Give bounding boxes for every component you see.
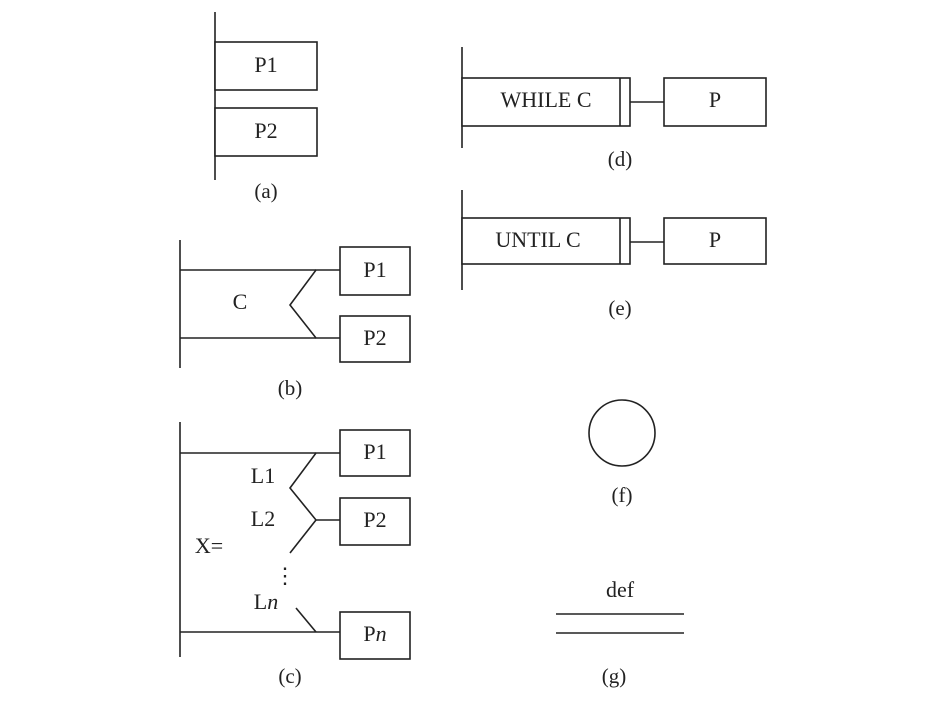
diagram-b-caption: (b) xyxy=(278,376,303,400)
diagram-e-box-p-label: P xyxy=(709,227,721,252)
diagram-d-loop-label: WHILE C xyxy=(500,87,591,112)
diagram-f-circle-shape xyxy=(588,399,656,467)
diagram-c-box-p2 xyxy=(339,497,411,546)
diagram-c-branch-connector-n xyxy=(295,607,317,633)
diagram-d-box-p-label: P xyxy=(709,87,721,112)
diagram-f-caption: (f) xyxy=(612,483,633,507)
diagram-b-box-p2 xyxy=(339,315,411,363)
diagram-a-caption: (a) xyxy=(254,179,277,203)
diagram-c-ellipsis: ⋮ xyxy=(274,563,296,588)
diagram-e-loop-label: UNTIL C xyxy=(495,227,580,252)
diagram-b-box-p1 xyxy=(339,246,411,296)
diagram-d-caption: (d) xyxy=(608,147,633,171)
diagram-c-case: X= L1 L2 ⋮ Ln P1 P2 Pn (c) xyxy=(179,422,411,688)
diagram-c-label-ln: Ln xyxy=(254,589,278,614)
diagram-g-definition: def (g) xyxy=(556,577,684,688)
diagram-e-caption: (e) xyxy=(608,296,631,320)
diagram-b-box-p2-label: P2 xyxy=(363,325,386,350)
diagram-d-box-p xyxy=(663,77,767,127)
diagram-b-condition-label: C xyxy=(233,289,248,314)
diagram-c-box-p2-label: P2 xyxy=(363,507,386,532)
diagram-c-branch-connector-2 xyxy=(289,519,317,554)
diagram-a-box-p2-label: P2 xyxy=(254,118,277,143)
diagram-c-branch-connector-1 xyxy=(288,452,340,521)
diagram-a-box-p1-label: P1 xyxy=(254,52,277,77)
diagram-c-label-l1: L1 xyxy=(251,463,275,488)
diagram-g-caption: (g) xyxy=(602,664,627,688)
diagram-a-sequence: P1 P2 (a) xyxy=(214,12,318,203)
diagram-c-box-pn xyxy=(339,611,411,660)
diagram-c-selector-label: X= xyxy=(195,533,223,558)
diagram-g-label: def xyxy=(606,577,635,602)
diagram-b-box-p1-label: P1 xyxy=(363,257,386,282)
diagram-d-while-loop: WHILE C P (d) xyxy=(461,47,767,171)
diagram-b-selection: C P1 P2 (b) xyxy=(179,240,411,400)
diagram-c-box-pn-label: Pn xyxy=(363,621,386,646)
diagram-a-box-p1 xyxy=(214,41,318,91)
diagram-d-loop-box xyxy=(461,77,631,127)
diagram-e-loop-box xyxy=(461,217,631,265)
diagram-a-box-p2 xyxy=(214,107,318,157)
diagram-c-box-p1-label: P1 xyxy=(363,439,386,464)
diagram-e-until-loop: UNTIL C P (e) xyxy=(461,190,767,320)
diagram-c-label-l2: L2 xyxy=(251,506,275,531)
diagram-c-caption: (c) xyxy=(278,664,301,688)
diagram-e-box-p xyxy=(663,217,767,265)
diagram-c-box-p1 xyxy=(339,429,411,477)
diagram-b-branch-connector xyxy=(288,269,340,339)
diagram-f-circle: (f) xyxy=(588,399,656,507)
